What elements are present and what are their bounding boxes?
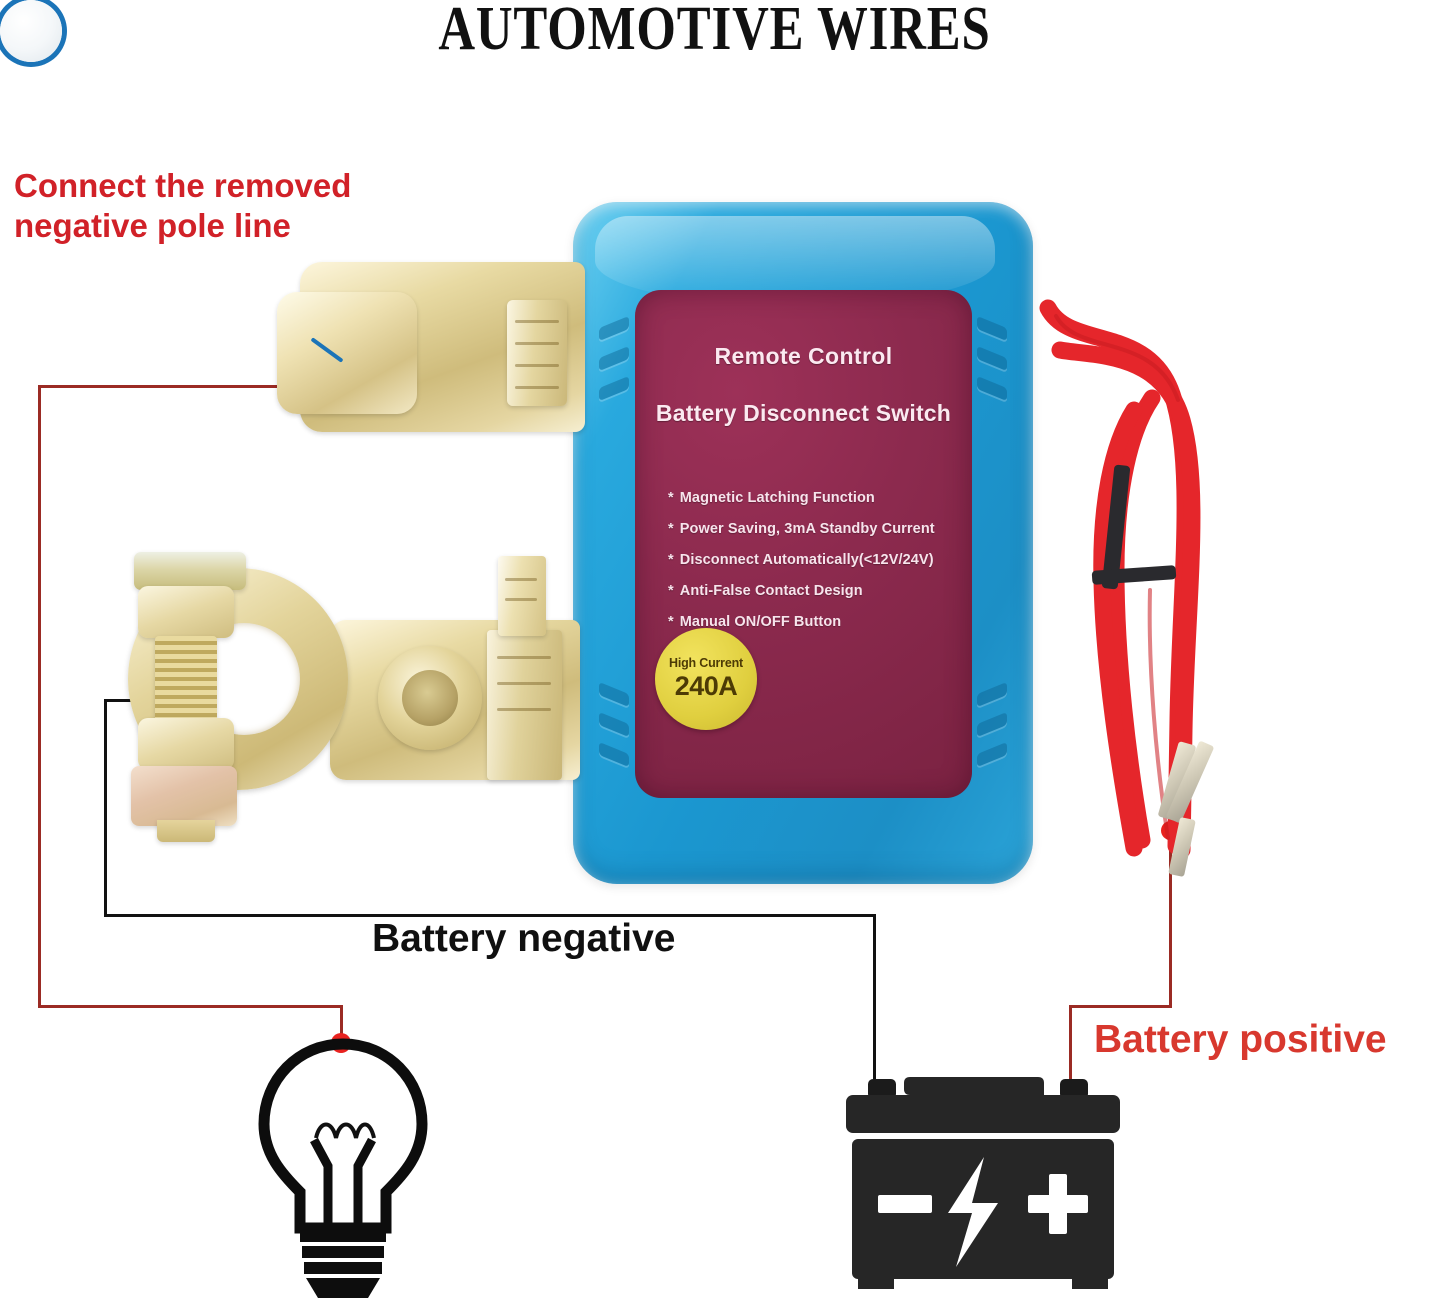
leader-line-battery-positive-horizontal (1069, 1005, 1172, 1008)
clamp-bolt-collar-top (138, 586, 234, 638)
feature-item: Power Saving, 3mA Standby Current (668, 521, 935, 537)
leader-line-negative-horizontal-bottom (38, 1005, 343, 1008)
lightning-bolt-symbol (948, 1157, 998, 1267)
feature-item: Magnetic Latching Function (668, 490, 935, 506)
clamp-contact-plate (487, 630, 562, 780)
manual-on-off-button[interactable] (0, 0, 62, 62)
plate-ridge (515, 342, 559, 345)
leader-line-negative-drop-to-bulb (340, 1005, 343, 1045)
leader-line-negative-horizontal-top (38, 385, 300, 388)
plate-ridge (497, 682, 551, 685)
plate-ridge (515, 386, 559, 389)
car-battery-svg (846, 1077, 1120, 1289)
leader-line-battery-positive-vertical (1169, 830, 1172, 1005)
vent-right-4 (977, 681, 1007, 708)
label-battery-positive: Battery positive (1094, 1018, 1387, 1061)
plate-ridge (515, 364, 559, 367)
clamp-bolt-head (134, 552, 246, 590)
light-bulb-svg (258, 1038, 428, 1298)
clamp-hex-nut (131, 766, 237, 826)
vent-right-5 (977, 711, 1007, 738)
clamp-bolt-collar-bottom (138, 718, 234, 770)
high-current-badge: High Current 240A (655, 628, 757, 730)
vent-right-6 (977, 741, 1007, 768)
top-terminal-plate (507, 300, 567, 406)
plate-ridge (497, 656, 551, 659)
vent-left-2 (599, 345, 629, 372)
vent-right-1 (977, 315, 1007, 342)
device-feature-list: Magnetic Latching Function Power Saving,… (668, 490, 935, 645)
plate-ridge (515, 320, 559, 323)
plate-ridge (505, 578, 537, 581)
leader-line-negative-vertical (38, 385, 41, 1005)
clamp-stud-center (402, 670, 458, 726)
badge-current-value: 240A (674, 671, 738, 701)
clamp-small-plate (498, 556, 546, 636)
badge-top-text: High Current (669, 656, 743, 670)
clamp-bolt-threaded-shaft (155, 636, 217, 722)
vent-left-3 (599, 375, 629, 402)
vent-left-4 (599, 681, 629, 708)
leader-line-battery-negative-vertical-left (104, 699, 107, 914)
clamp-stud (378, 646, 482, 750)
feature-item: Anti-False Contact Design (668, 583, 935, 599)
vent-right-2 (977, 345, 1007, 372)
leader-line-battery-positive-drop (1069, 1005, 1072, 1085)
battery-disconnect-switch-device: Remote Control Battery Disconnect Switch… (573, 202, 1033, 884)
device-product-label: Remote Control Battery Disconnect Switch… (635, 290, 972, 798)
device-label-line-2: Battery Disconnect Switch (655, 400, 952, 426)
clamp-bolt-stub (157, 820, 215, 842)
car-battery-icon (838, 1073, 1128, 1293)
plate-ridge (505, 598, 537, 601)
plate-ridge (497, 708, 551, 711)
vent-left-1 (599, 315, 629, 342)
device-label-line-1: Remote Control (714, 343, 893, 369)
feature-item: Manual ON/OFF Button (668, 614, 935, 630)
light-bulb-icon (248, 1032, 438, 1300)
red-wire-bundle (1030, 290, 1290, 878)
top-terminal-hex-body (277, 292, 417, 414)
vent-left-5 (599, 711, 629, 738)
battery-negative-post (868, 1079, 896, 1099)
label-battery-negative: Battery negative (372, 917, 676, 960)
page-title: AUTOMOTIVE WIRES (438, 0, 991, 63)
vent-right-3 (977, 375, 1007, 402)
minus-symbol (878, 1195, 932, 1213)
leader-line-battery-negative-horizontal-bottom (104, 914, 875, 917)
plus-symbol-vertical (1049, 1174, 1067, 1234)
battery-positive-post (1060, 1079, 1088, 1099)
leader-line-battery-negative-drop (873, 914, 876, 1084)
vent-left-6 (599, 741, 629, 768)
callout-connect-negative-pole-line: Connect the removed negative pole line (14, 167, 352, 245)
feature-item: Disconnect Automatically(<12V/24V) (668, 552, 935, 568)
